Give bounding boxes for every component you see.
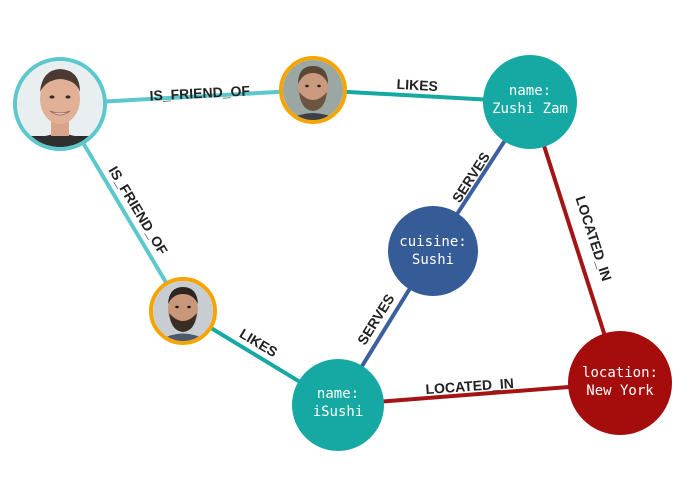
edge-label-serves-top: SERVES [449, 149, 493, 205]
person-node-main [13, 57, 107, 151]
location-label-key: location: [582, 365, 658, 381]
edge-label-located-right: LOCATED_IN [572, 194, 615, 283]
cuisine-label-value: Sushi [412, 252, 454, 268]
bearded-man-photo-icon [153, 281, 213, 341]
cuisine-circle [388, 206, 478, 296]
restaurant-node-isushi: name: iSushi [292, 359, 384, 451]
zushi-zam-label-key: name: [509, 83, 551, 99]
location-circle [568, 331, 672, 435]
location-node-new-york: location: New York [568, 331, 672, 435]
isushi-label-value: iSushi [313, 404, 364, 420]
zushi-zam-circle [483, 55, 577, 149]
edge-label-friend-top: IS_FRIEND_OF [149, 82, 250, 103]
person-node-top [279, 56, 347, 124]
zushi-zam-label-value: Zushi Zam [492, 101, 568, 117]
restaurant-node-zushi-zam: name: Zushi Zam [483, 55, 577, 149]
person-node-bottom [149, 277, 217, 345]
cuisine-node-sushi: cuisine: Sushi [388, 206, 478, 296]
edge-label-likes-top: LIKES [396, 76, 438, 94]
location-label-value: New York [586, 383, 654, 399]
edge-label-located-bottom: LOCATED_IN [425, 375, 514, 397]
edge-label-friend-left: IS_FRIEND_OF [106, 163, 172, 258]
isushi-label-key: name: [317, 386, 359, 402]
isushi-circle [292, 359, 384, 451]
bearded-man-photo-icon [283, 60, 343, 120]
cuisine-label-key: cuisine: [399, 234, 466, 250]
smiling-man-photo-icon [17, 61, 103, 147]
